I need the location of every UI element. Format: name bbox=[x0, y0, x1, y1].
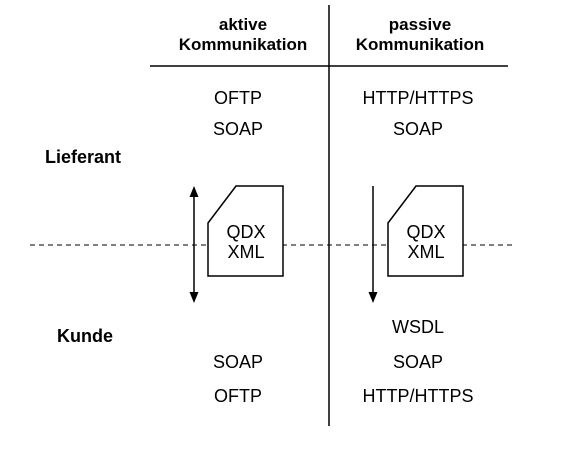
header-active-line1: aktive bbox=[218, 15, 268, 34]
document-type-label: QDX bbox=[226, 222, 266, 242]
header-passive-line1: passive bbox=[388, 15, 452, 34]
active-supplier-protocol: OFTP bbox=[214, 88, 262, 108]
active-supplier-protocol: SOAP bbox=[212, 119, 264, 139]
active-customer-protocol: SOAP bbox=[212, 352, 264, 372]
header-active: aktive Kommunikation bbox=[158, 15, 328, 55]
passive-customer-protocol: HTTP/HTTPS bbox=[362, 386, 474, 406]
document-label-active: QDX XML bbox=[214, 222, 278, 262]
document-label-passive: QDX XML bbox=[394, 222, 458, 262]
active-customer-protocol: OFTP bbox=[214, 386, 262, 406]
double-headed-vertical-arrow-icon bbox=[189, 186, 199, 303]
document-format-label: XML bbox=[227, 242, 265, 262]
side-label-customer: Kunde bbox=[57, 326, 113, 346]
side-label-supplier: Lieferant bbox=[45, 147, 122, 167]
header-active-line2: Kommunikation bbox=[178, 35, 308, 54]
document-format-label: XML bbox=[407, 242, 445, 262]
down-arrow-icon bbox=[368, 186, 378, 303]
document-icon bbox=[387, 185, 464, 277]
passive-supplier-protocol: SOAP bbox=[392, 119, 444, 139]
passive-customer-protocol: WSDL bbox=[391, 317, 444, 337]
header-passive-line2: Kommunikation bbox=[355, 35, 485, 54]
document-type-label: QDX bbox=[406, 222, 446, 242]
document-icon bbox=[207, 185, 284, 277]
passive-customer-protocol: SOAP bbox=[392, 352, 444, 372]
passive-supplier-protocol: HTTP/HTTPS bbox=[362, 88, 474, 108]
header-passive: passive Kommunikation bbox=[334, 15, 506, 55]
